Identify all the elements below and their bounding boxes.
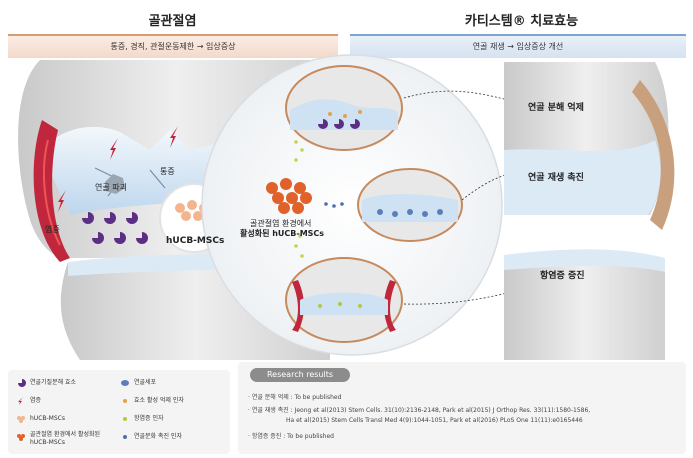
mini-joint-antiinflam xyxy=(285,257,403,343)
label-inhibit: 연골 분해 억제 xyxy=(528,103,584,113)
right-subtitle-bar: 연골 재생 → 임상증상 개선 xyxy=(350,34,686,58)
legend-antiinflam-factor: 항염증 인자 xyxy=(134,415,164,422)
mini-joint-regen xyxy=(357,168,463,242)
cartilage-cell-icon xyxy=(121,380,129,386)
research-line-4: · 항염증 증진 : To be published xyxy=(248,433,334,440)
research-line-3: Ha et al(2015) Stem Cells Transl Med 4(9… xyxy=(286,417,583,424)
left-title: 골관절염 xyxy=(148,14,197,29)
legend-inflammation: 염증 xyxy=(30,397,42,404)
legend-hucb: hUCB-MSCs xyxy=(30,415,65,422)
legend-enzyme: 연골기질분해 효소 xyxy=(30,379,77,386)
legend-cartilage-cell: 연골세포 xyxy=(134,379,157,386)
legend-activated-line2: hUCB-MSCs xyxy=(30,439,65,446)
label-regen: 연골 재생 촉진 xyxy=(528,173,584,183)
activated-cell-icon xyxy=(17,434,25,441)
research-badge: Research results xyxy=(250,368,350,382)
pacman-enzyme-icon xyxy=(18,379,26,387)
label-antiinflam: 항염증 증진 xyxy=(540,271,585,281)
mini-joint-inhibit xyxy=(285,65,403,151)
left-subtitle-bar: 통증, 경직, 관절운동제한 → 임상증상 xyxy=(8,34,338,58)
right-knee-joint xyxy=(504,62,675,360)
label-activated-line2: 활성화된 hUCB-MSCs xyxy=(240,229,325,238)
right-title: 카티스템® 치료효능 xyxy=(464,14,579,29)
legend-panel: 연골기질분해 효소 연골세포 염증 효소 활성 억제 인자 hUCB-MSCs … xyxy=(8,370,230,454)
research-panel: Research results · 연골 분해 억제 : To be publ… xyxy=(238,362,686,454)
label-pain: 통증 xyxy=(160,167,175,176)
blue-dot-icon xyxy=(123,435,127,439)
label-hucb: hUCB-MSCs xyxy=(166,236,225,246)
label-activated-line1: 골관절염 환경에서 xyxy=(250,219,312,228)
research-line-1: · 연골 분해 억제 : To be published xyxy=(248,394,342,401)
lightning-icon xyxy=(18,397,23,405)
center-process-circle xyxy=(201,54,503,356)
activated-hucb-cluster xyxy=(266,178,312,214)
green-dot-icon xyxy=(123,417,127,421)
hucb-cell-icon xyxy=(17,416,25,423)
research-line-2: · 연골 재생 촉진 : Jeong et al(2013) Stem Cell… xyxy=(248,407,591,414)
label-cartilage-destruction: 연골 파괴 xyxy=(95,183,127,192)
legend-chondro-factor: 연골분화 촉진 인자 xyxy=(134,433,182,440)
legend-enzyme-inhibitor: 효소 활성 억제 인자 xyxy=(134,397,184,404)
label-inflammation: 염증 xyxy=(45,225,60,234)
orange-dot-icon xyxy=(123,399,127,403)
legend-activated-line1: 골관절염 환경에서 활성화된 xyxy=(30,431,101,438)
